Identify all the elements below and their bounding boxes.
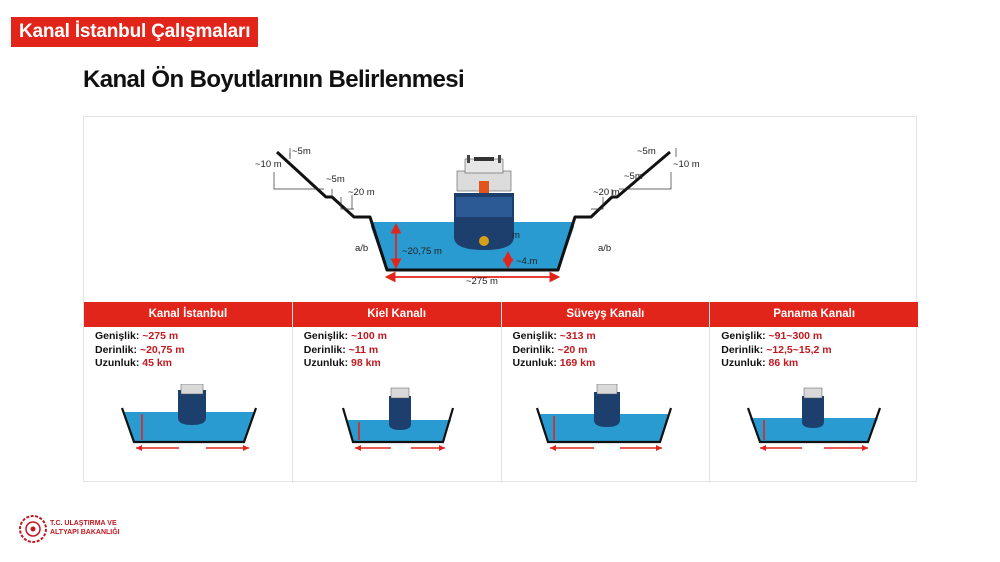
length-label: Uzunluk: [721,357,766,369]
canal-cross-section: ~5m ~10 m ~5m ~20 m a/b ~5m ~10 m ~5m ~2… [255,146,700,287]
section-tag: Kanal İstanbul Çalışmaları [11,17,259,47]
canal-facts: Genişlik: ~275 m Derinlik: ~20,75 m Uzun… [84,327,292,371]
canal-card: Süveyş Kanalı Genişlik: ~313 m Derinlik:… [501,302,711,483]
ship-icon [454,155,514,250]
canal-facts: Genişlik: ~91~300 m Derinlik: ~12,5~15,2… [710,327,918,371]
label-width: ~275 m [466,276,498,287]
label-depth: ~20,75 m [402,246,442,257]
canal-card: Kiel Kanalı Genişlik: ~100 m Derinlik: ~… [292,302,502,483]
length-value: 98 km [351,357,381,369]
page-title: Kanal Ön Boyutlarının Belirlenmesi [83,66,465,93]
width-label: Genişlik: [303,330,349,342]
label-left-ab: a/b [355,243,368,254]
mini-cross-section [120,384,258,451]
depth-label: Derinlik: [303,343,346,356]
width-value: ~313 m [559,330,596,342]
label-right-10: ~10 m [673,159,700,170]
width-value: ~100 m [351,330,387,342]
canal-name: Kiel Kanalı [292,302,501,327]
canal-facts: Genişlik: ~100 m Derinlik: ~11 m Uzunluk… [293,327,501,371]
length-value: 169 km [559,357,596,369]
canal-comparison: Kanal İstanbul Genişlik: ~275 m Derinlik… [84,302,918,483]
label-left-10: ~10 m [255,159,282,170]
mini-cross-section [535,384,672,451]
diagram-panel: ~5m ~10 m ~5m ~20 m a/b ~5m ~10 m ~5m ~2… [83,116,918,483]
depth-value: ~12,5~15,2 m [766,343,832,356]
canal-profile [275,150,671,272]
width-label: Genişlik: [512,330,557,342]
canal-facts: Genişlik: ~313 m Derinlik: ~20 m Uzunluk… [502,327,710,371]
canal-name: Panama Kanalı [710,302,918,327]
ministry-emblem-icon [19,515,47,543]
mini-cross-section [747,387,882,451]
width-value: ~91~300 m [768,330,823,342]
length-value: 86 km [768,357,799,369]
ministry-line-1: T.C. ULAŞTIRMA VE [50,520,117,527]
width-label: Genişlik: [95,330,140,342]
length-label: Uzunluk: [95,357,140,369]
depth-value: ~20,75 m [139,343,185,356]
ministry-line-2: ALTYAPI BAKANLIĞI [50,529,120,536]
canal-name: Süveyş Kanalı [501,302,710,327]
label-right-ab: a/b [598,243,611,254]
label-right-top-5: ~5m [637,146,656,157]
label-right-mid-5: ~5m [624,171,643,182]
label-left-top-5: ~5m [292,146,311,157]
label-right-20: ~20 m [593,187,620,198]
label-draft: m [512,230,520,241]
label-left-mid-5: ~5m [326,174,345,185]
length-label: Uzunluk: [303,357,349,369]
ministry-name: T.C. ULAŞTIRMA VE ALTYAPI BAKANLIĞI [50,519,120,537]
mini-cross-section [341,387,454,451]
depth-label: Derinlik: [721,343,764,356]
canal-name: Kanal İstanbul [84,302,292,327]
length-label: Uzunluk: [512,357,557,369]
canal-card: Panama Kanalı Genişlik: ~91~300 m Derinl… [710,302,918,483]
label-clearance: ~4.m [516,256,537,267]
depth-label: Derinlik: [95,343,138,356]
depth-label: Derinlik: [512,343,555,356]
depth-value: ~20 m [557,343,588,356]
canal-card: Kanal İstanbul Genişlik: ~275 m Derinlik… [84,302,293,483]
width-label: Genişlik: [721,330,766,342]
length-value: 45 km [142,357,173,369]
depth-value: ~11 m [348,343,379,356]
width-value: ~275 m [142,330,179,342]
label-left-20: ~20 m [348,187,375,198]
